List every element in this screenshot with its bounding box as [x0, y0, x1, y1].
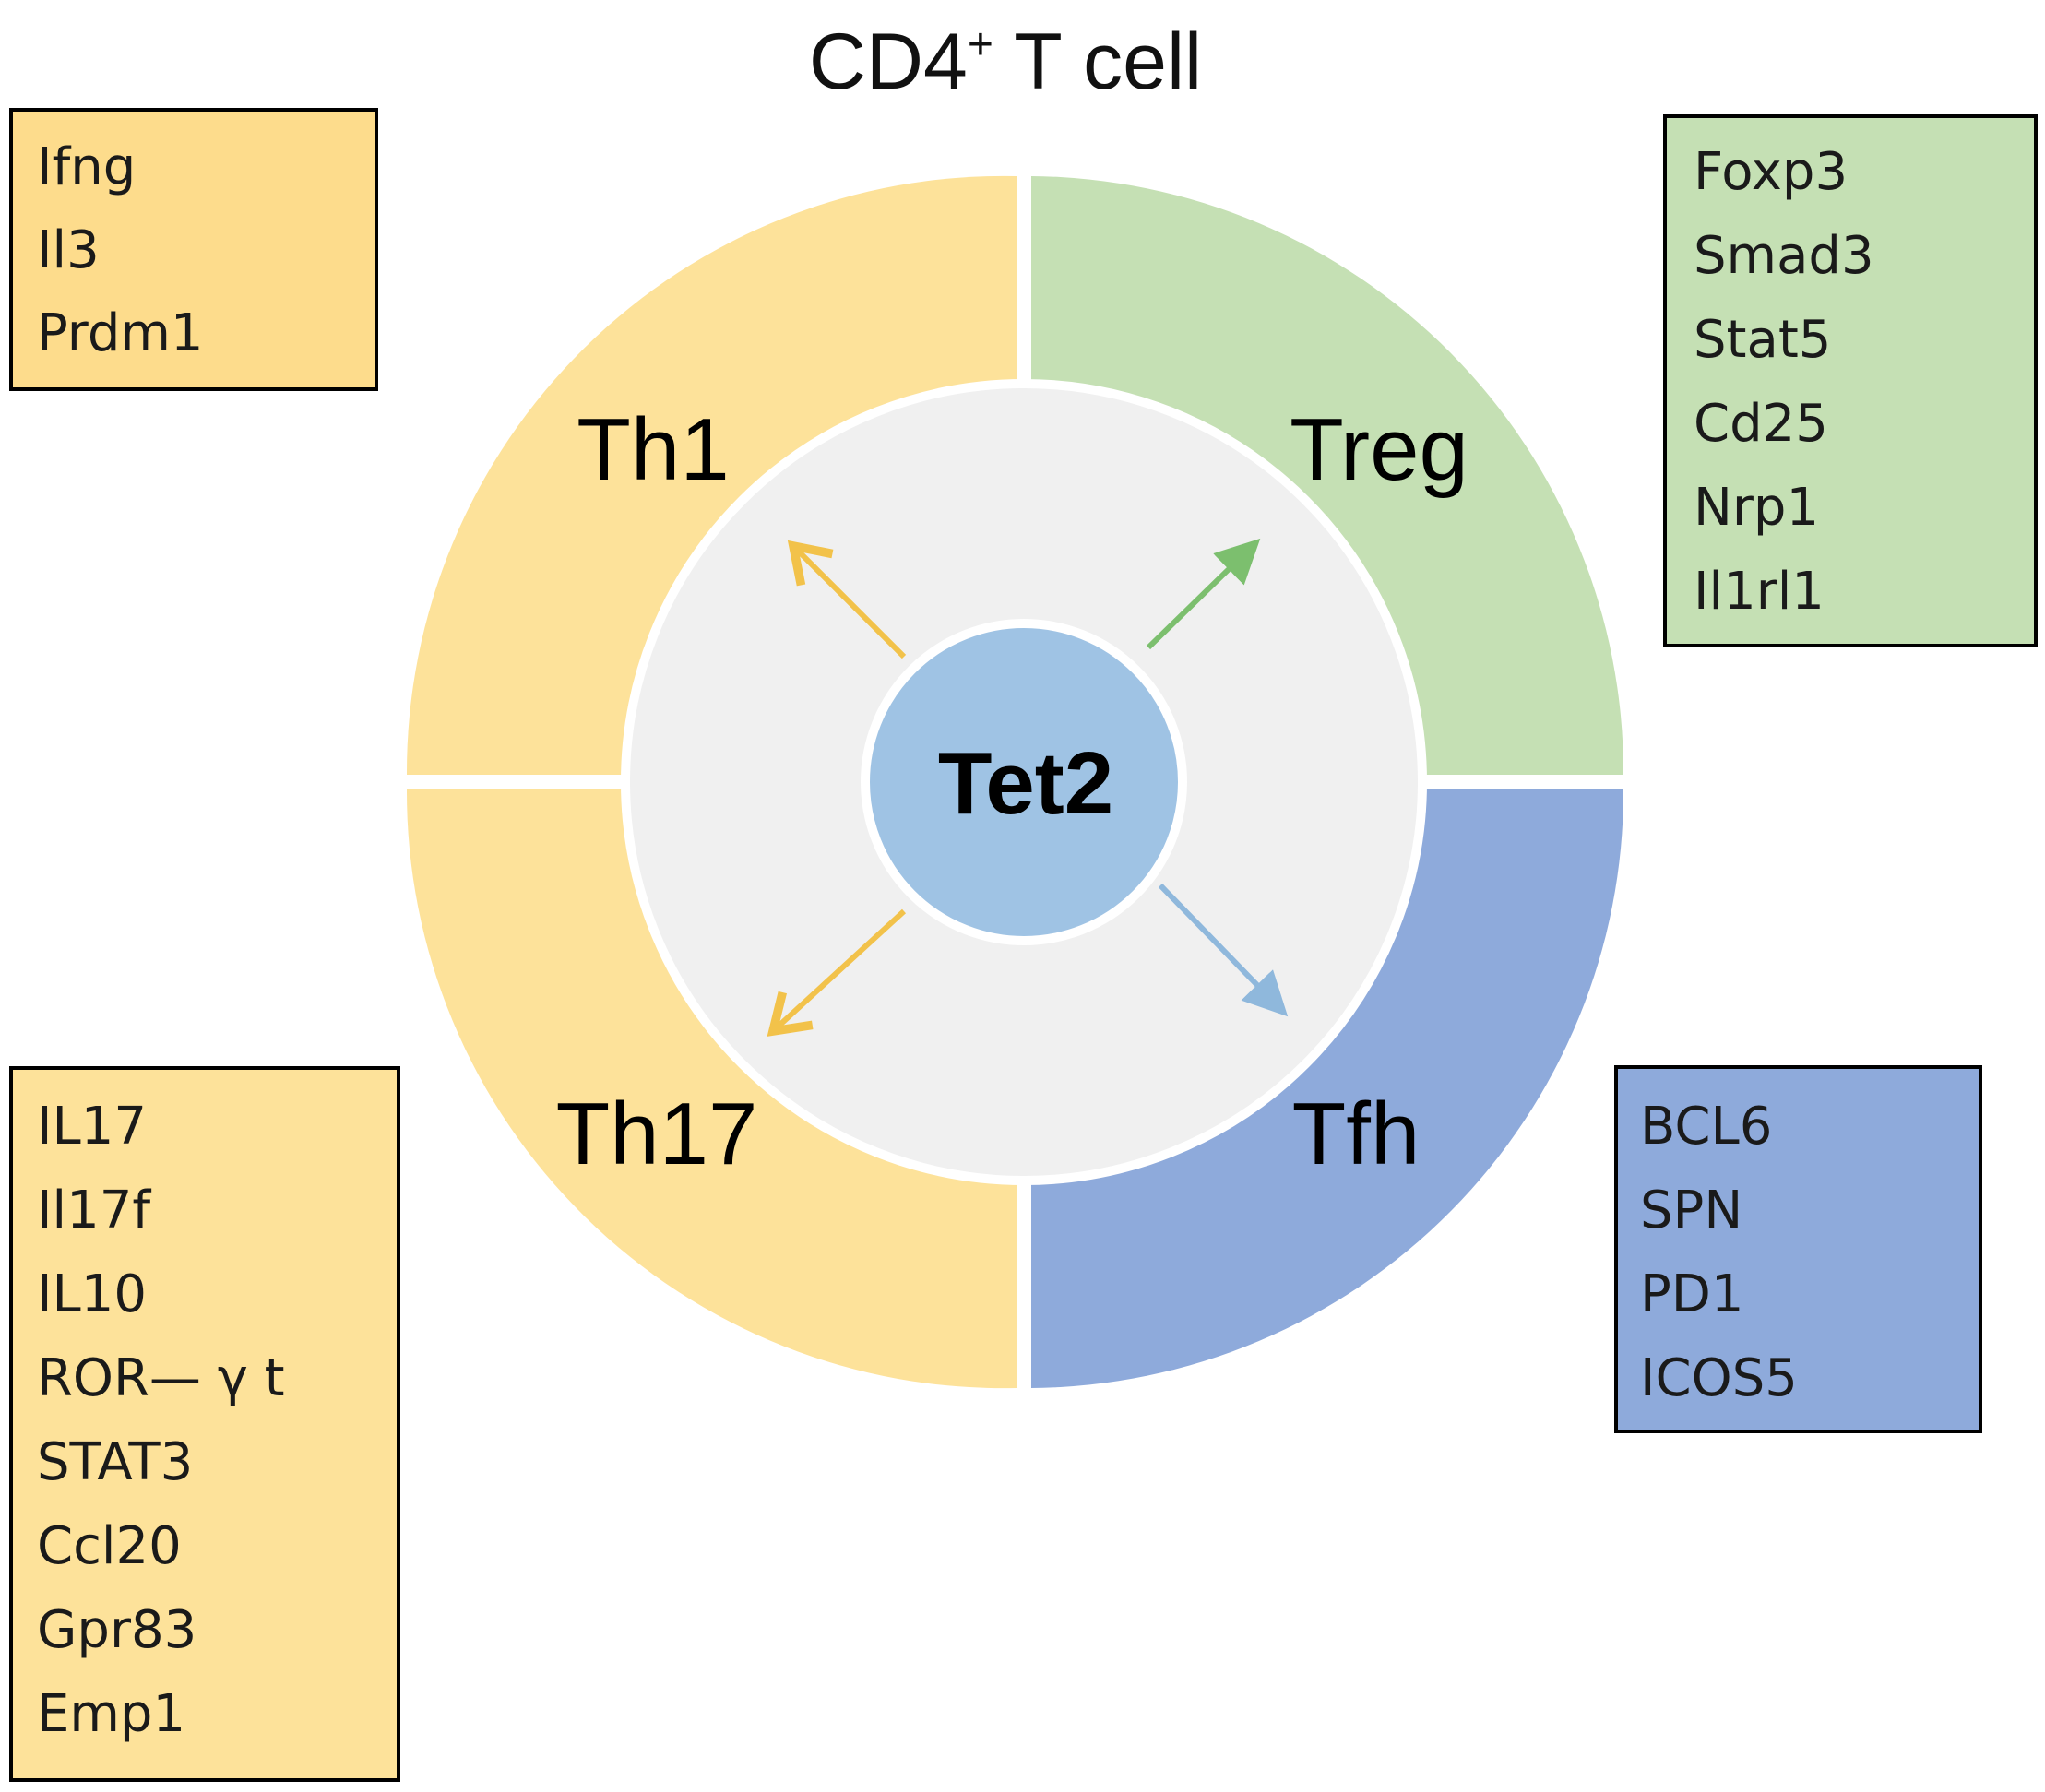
subset-label-tfh: Tfh	[1292, 1085, 1421, 1183]
gene-item: Ifng	[37, 137, 136, 197]
arrow-to-tfh	[1158, 883, 1289, 1017]
center-label-tet2: Tet2	[938, 734, 1113, 833]
gene-box-th17: IL17 Il17f IL10 ROR— γ t STAT3 Ccl20 Gpr…	[9, 1066, 400, 1782]
gene-item: Il1rl1	[1694, 562, 1825, 622]
gene-box-treg-background	[1663, 114, 2038, 647]
title-main: CD4	[809, 18, 968, 106]
gene-item: Il17f	[37, 1181, 151, 1240]
title-rest: T cell	[993, 18, 1202, 106]
gene-item: STAT3	[37, 1432, 193, 1492]
title-superscript: +	[968, 20, 993, 69]
gene-item: Smad3	[1694, 226, 1874, 286]
gene-item: ROR— γ t	[37, 1348, 285, 1408]
gene-box-th17-background	[9, 1066, 400, 1782]
arrow-to-th17	[767, 908, 907, 1037]
subset-label-treg: Treg	[1290, 400, 1468, 499]
diagram-title: CD4+ T cell	[809, 18, 1202, 106]
arrow-to-th1	[787, 540, 907, 659]
gene-item: PD1	[1640, 1264, 1744, 1324]
gene-item: Stat5	[1694, 310, 1831, 370]
gene-box-th1: Ifng Il3 Prdm1	[9, 108, 378, 391]
gene-item: Il3	[37, 220, 100, 280]
gene-item: Gpr83	[37, 1600, 196, 1660]
subset-label-th17: Th17	[556, 1085, 758, 1183]
gene-item: Nrp1	[1694, 478, 1819, 538]
gene-box-tfh: BCL6 SPN PD1 ICOS5	[1614, 1065, 1982, 1433]
gene-item: Prdm1	[37, 303, 204, 363]
arrow-to-treg	[1146, 538, 1261, 650]
gene-item: Cd25	[1694, 394, 1828, 454]
gene-item: Ccl20	[37, 1516, 182, 1576]
gene-item: Emp1	[37, 1684, 185, 1744]
gene-item: BCL6	[1640, 1097, 1772, 1157]
gene-item: IL10	[37, 1264, 147, 1324]
gene-box-th1-background	[9, 108, 378, 391]
subset-label-th1: Th1	[577, 400, 729, 499]
center-circle	[861, 619, 1187, 945]
gene-item: Foxp3	[1694, 142, 1848, 202]
gene-item: SPN	[1640, 1181, 1742, 1240]
gene-item: ICOS5	[1640, 1348, 1798, 1408]
gene-item: IL17	[37, 1097, 147, 1157]
gene-box-treg: Foxp3 Smad3 Stat5 Cd25 Nrp1 Il1rl1	[1663, 114, 2038, 647]
gene-box-tfh-background	[1614, 1065, 1982, 1433]
